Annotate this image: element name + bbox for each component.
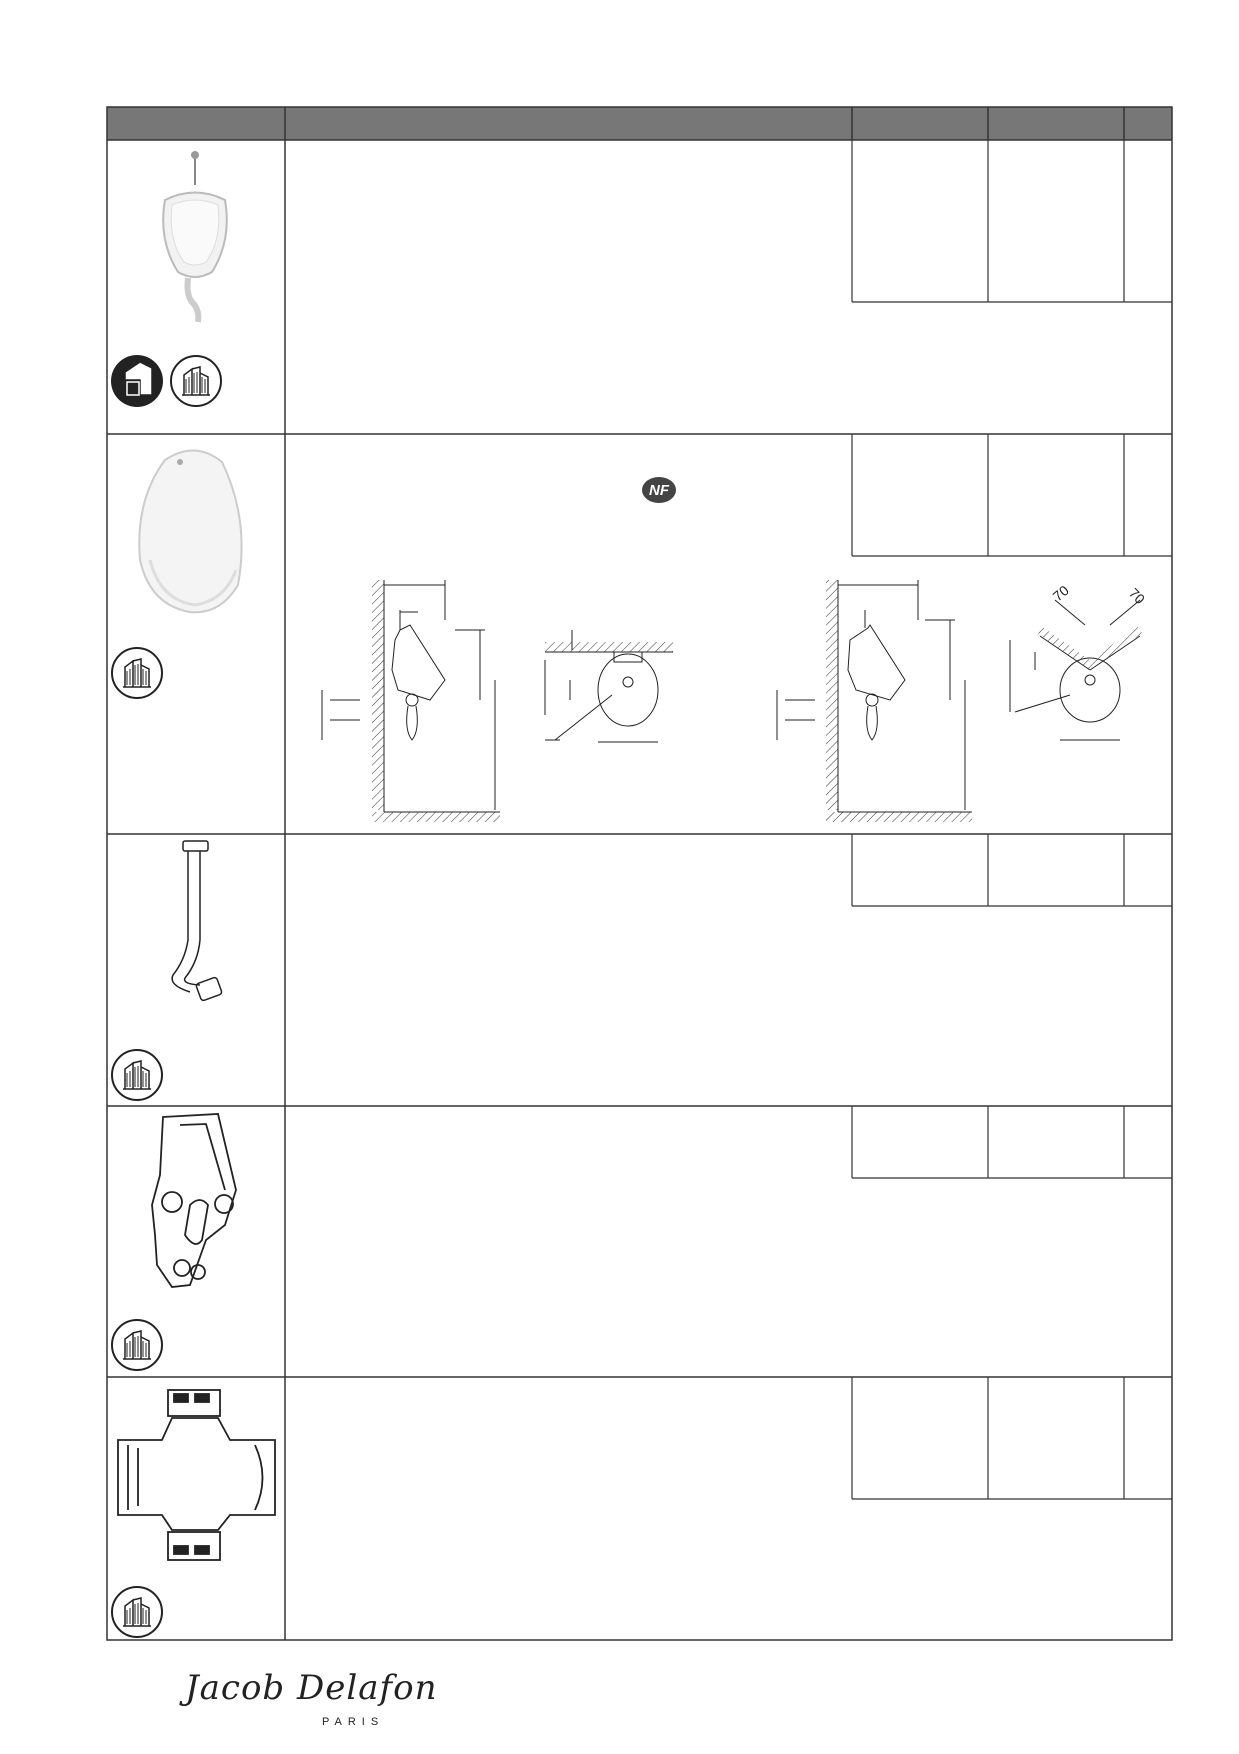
flush-pipe-image bbox=[171, 840, 223, 1002]
technical-drawing-side-1 bbox=[321, 580, 500, 822]
technical-drawing-front-1 bbox=[544, 630, 673, 743]
brand-logo-subtitle: PARIS bbox=[322, 1716, 385, 1728]
building-icon bbox=[111, 1586, 163, 1638]
technical-drawing-side-2 bbox=[776, 580, 972, 822]
building-icon bbox=[170, 355, 222, 407]
building-icon bbox=[111, 1049, 163, 1101]
table-header bbox=[107, 107, 1172, 140]
accessibility-icon bbox=[111, 355, 163, 407]
nf-certification-badge: NF bbox=[642, 477, 676, 503]
urinal-top-inlet-image bbox=[162, 151, 228, 323]
building-icon bbox=[111, 1319, 163, 1371]
brand-logo: Jacob Delafon bbox=[185, 1668, 438, 1708]
wall-bracket-image bbox=[151, 1113, 237, 1288]
corner-dim-right: 70 bbox=[1126, 585, 1148, 607]
urinal-egg-image bbox=[138, 449, 243, 614]
corner-dim-left: 70 bbox=[1050, 582, 1072, 604]
technical-drawing-corner bbox=[1009, 599, 1143, 741]
price-cells bbox=[851, 140, 1172, 1500]
flush-valve-image bbox=[117, 1389, 276, 1561]
svg-text:NF: NF bbox=[649, 482, 670, 499]
building-icon bbox=[111, 647, 163, 699]
